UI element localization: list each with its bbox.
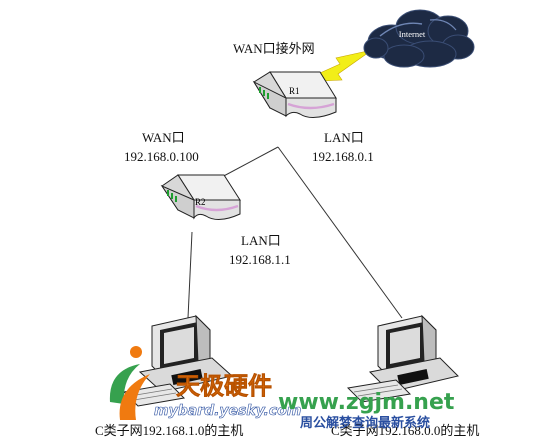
host-right-computer-icon bbox=[346, 314, 459, 403]
host-left-computer-icon bbox=[122, 314, 234, 407]
connection-lines bbox=[187, 146, 403, 319]
router-r1: R1 bbox=[252, 71, 337, 118]
host-left-caption: C类子网192.168.1.0的主机 bbox=[95, 423, 244, 438]
host-right-caption: C类子网192.168.0.0的主机 bbox=[331, 423, 480, 438]
internet-label: Internet bbox=[399, 29, 426, 39]
r1-wan-ip-label: 192.168.0.100 bbox=[124, 149, 199, 164]
r2-lan-ip-label: 192.168.1.1 bbox=[229, 252, 291, 267]
r1-lan-ip-label: 192.168.0.1 bbox=[312, 149, 374, 164]
watermark-brand-cn: 天极硬件 bbox=[176, 372, 273, 400]
watermark-site-url: www.zgjm.net bbox=[278, 390, 455, 415]
link-r1-host-right bbox=[277, 146, 403, 319]
router-r1-label: R1 bbox=[289, 86, 300, 96]
internet-cloud: Internet bbox=[363, 9, 475, 68]
watermark-brand-url: mybard.yesky.com bbox=[154, 403, 302, 419]
router-r2: R2 bbox=[160, 174, 241, 220]
router-r2-label: R2 bbox=[195, 197, 206, 207]
r1-wan-port-label: WAN口 bbox=[142, 130, 185, 145]
r2-lan-port-label: LAN口 bbox=[241, 233, 281, 248]
watermark-site-cn: 周公解梦查询最新系统 bbox=[300, 416, 431, 431]
wan-to-internet-label: WAN口接外网 bbox=[233, 41, 315, 56]
r1-lan-port-label: LAN口 bbox=[324, 130, 364, 145]
watermark-logo-icon bbox=[109, 346, 150, 420]
link-r2-host-left bbox=[187, 231, 193, 319]
